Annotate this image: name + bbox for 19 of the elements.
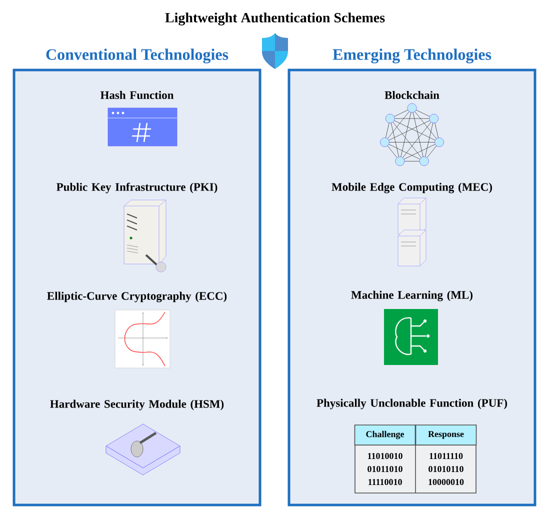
item-title: Mobile Edge Computing (MEC) (332, 182, 492, 194)
title: Lightweight Authentication Schemes (165, 12, 385, 26)
table-header-cell: Response (415, 424, 477, 446)
table-cell: 10000010 (428, 478, 464, 486)
table-cell: 11011110 (430, 452, 463, 460)
item-title: Hardware Security Module (HSM) (50, 400, 224, 410)
table-cell: 11010010 (368, 452, 402, 460)
table-cell: 11110010 (368, 478, 402, 486)
item-title: Physically Unclonable Function (PUF) (316, 398, 507, 410)
node-label: Conventional Technologies (46, 48, 228, 64)
table-cell: 01011010 (368, 466, 402, 472)
item-title: Hash Function (100, 90, 174, 100)
item-title: Elliptic-Curve Cryptography (ECC) (47, 292, 227, 302)
node-label: Emerging Technologies (332, 48, 492, 64)
item-title: Public Key Infrastructure (PKI) (56, 182, 218, 194)
table-header-cell: Challenge (354, 424, 416, 446)
item-title: Machine Learning (ML) (351, 290, 472, 302)
table-cell: 01010110 (428, 466, 464, 472)
item-title: Blockchain (384, 90, 440, 100)
